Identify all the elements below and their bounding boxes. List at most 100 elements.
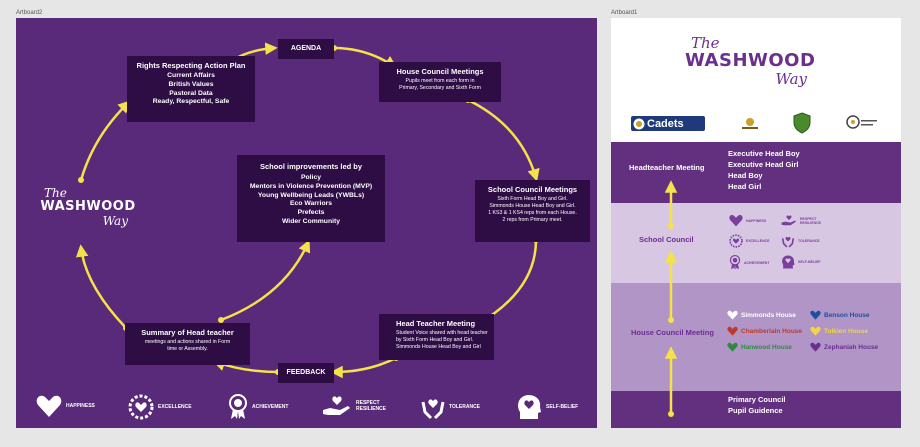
rights-title: Rights Respecting Action Plan: [136, 61, 246, 70]
house-item: Hanwood House: [727, 342, 792, 352]
arrow-summary-to-improvements: [220, 239, 311, 322]
head-heart-icon: [518, 395, 541, 419]
house-name: Hanwood House: [741, 343, 792, 351]
value-tolerance: TOLERANCE: [421, 394, 480, 420]
value-self-belief: SELF-BELIEF: [516, 394, 578, 420]
school-council-box: School Council Meetings Sixth Form Head …: [475, 180, 590, 242]
value-label: RESPECT RESILIENCE: [356, 400, 387, 412]
cadets-label: Cadets: [647, 117, 684, 130]
partnership-logo-icon: [846, 115, 877, 129]
rights-respecting-box: Rights Respecting Action Plan Current Af…: [127, 56, 255, 122]
house-name: Chamberlain House: [741, 327, 803, 335]
value-label: SELF-BELIEF: [546, 404, 579, 410]
primary-band: [611, 391, 901, 428]
heart-badge-icon: [729, 234, 743, 248]
pupil-guidence-label: Pupil Guidence: [728, 405, 783, 415]
rights-line: Ready, Respectful, Safe: [152, 98, 230, 106]
house-council-line: Primary, Secondary and Sixth Form: [399, 85, 481, 92]
logo-the: The: [44, 186, 67, 200]
head-teacher-title: Head Teacher Meeting: [396, 319, 476, 328]
house-heart-icon: [727, 310, 738, 320]
logo-the: The: [691, 34, 720, 52]
head-teacher-box: Head Teacher Meeting Student Voice share…: [379, 314, 494, 360]
arrow-house-to-school: [467, 98, 540, 182]
small-value-tolerance: TOLERANCE: [781, 234, 820, 248]
improvements-line: Wider Community: [281, 218, 341, 226]
hierarchy-arrows: [664, 180, 678, 417]
logo-way: Way: [775, 70, 807, 88]
house-item: Tolkien House: [810, 326, 868, 336]
house-council-line: Pupils meet from each form in: [405, 78, 475, 84]
small-value-label: SELF-BELIEF: [798, 260, 821, 264]
small-value-self-belief: SELF-BELIEF: [781, 255, 821, 269]
headteacher-meeting-label: Headteacher Meeting: [629, 163, 705, 172]
artboard2-label: Artboard2: [16, 10, 43, 16]
values-row: HAPPINESS EXCELLENCE ACHIEVEMENT RESPECT…: [16, 390, 597, 424]
house-name: Simmonds House: [741, 311, 796, 319]
value-excellence: EXCELLENCE: [128, 394, 192, 420]
value-label: EXCELLENCE: [158, 404, 192, 410]
house-heart-icon: [810, 342, 821, 352]
school-council-band: [611, 203, 901, 283]
small-value-respect: RESPECT RESILIENCE: [781, 214, 821, 227]
value-happiness: HAPPINESS: [36, 394, 95, 418]
school-council-label: School Council: [639, 235, 694, 244]
small-value-label: HAPPINESS: [746, 218, 767, 223]
arrow-summary-to-logo: [75, 244, 127, 329]
arrow-school-to-head: [474, 239, 538, 326]
value-label: HAPPINESS: [66, 403, 95, 409]
logo-washwood: WASHWOOD: [685, 50, 816, 71]
school-council-line: Simmonds House Head Boy and Girl.: [489, 203, 576, 210]
value-label: TOLERANCE: [449, 404, 481, 410]
value-achievement: ACHIEVEMENT: [228, 394, 288, 420]
head-roles-list: Executive Head Boy Executive Head Girl H…: [728, 149, 800, 193]
summary-line: time or Assembly.: [167, 346, 208, 353]
house-item: Zephaniah House: [810, 342, 878, 352]
hierarchy-artboard: The WASHWOOD Way Cadets Headteacher Meet…: [611, 18, 901, 428]
small-value-happiness: HAPPINESS: [729, 214, 766, 227]
house-council-title: House Council Meetings: [396, 67, 484, 76]
improvements-line: Prefects: [297, 209, 325, 217]
house-heart-icon: [810, 326, 821, 336]
house-council-band: [611, 283, 901, 391]
small-value-label: TOLERANCE: [798, 239, 820, 243]
small-value-label: RESPECT RESILIENCE: [800, 216, 822, 225]
crest-icon: [633, 118, 645, 129]
house-heart-icon: [727, 342, 738, 352]
artboard1-label: Artboard1: [611, 10, 638, 16]
summary-line: meetings and actions shared in Form: [144, 339, 231, 345]
school-council-title: School Council Meetings: [487, 185, 578, 194]
primary-list: Primary Council Pupil Guidence: [728, 395, 786, 417]
house-item: Simmonds House: [727, 310, 796, 320]
small-value-achievement: ACHIEVEMENT: [729, 255, 769, 270]
cycle-artboard: AGENDA FEEDBACK Rights Respecting Action…: [16, 18, 597, 428]
head-role: Executive Head Boy: [728, 149, 800, 158]
improvements-line: Policy: [300, 174, 322, 181]
hand-heart-icon: [323, 396, 350, 415]
heart-icon: [36, 395, 62, 417]
rosette-icon: [229, 394, 247, 419]
rights-line: British Values: [168, 80, 214, 88]
agenda-pill: AGENDA: [278, 39, 334, 59]
improvements-line: Mentors in Violence Prevention (MVP): [249, 182, 373, 190]
house-item: Benson House: [810, 310, 870, 320]
head-heart-icon: [782, 255, 795, 269]
improvements-title: School improvements led by: [259, 162, 363, 171]
school-council-line: 1 KS3 & 1 KS4 reps from each House.: [488, 210, 577, 217]
house-heart-icon: [810, 310, 821, 320]
house-council-meeting-label: House Council Meeting: [631, 328, 714, 337]
house-council-box: House Council Meetings Pupils meet from …: [379, 62, 501, 102]
heart-badge-icon: [128, 394, 154, 420]
improvements-line: Eco Warriors: [289, 200, 333, 208]
hands-heart-icon: [421, 399, 445, 420]
head-role: Head Girl: [728, 181, 762, 191]
rights-line: Pastoral Data: [169, 89, 213, 97]
heart-icon: [729, 214, 743, 227]
summary-title: Summary of Head teacher: [141, 328, 234, 337]
washwood-way-logo: The WASHWOOD Way: [38, 186, 138, 228]
house-name: Tolkien House: [824, 327, 868, 335]
house-item: Chamberlain House: [727, 326, 802, 336]
summary-box: Summary of Head teacher meetings and act…: [125, 323, 250, 365]
arrow-logo-to-rights: [79, 100, 131, 181]
rosette-icon: [729, 255, 741, 270]
